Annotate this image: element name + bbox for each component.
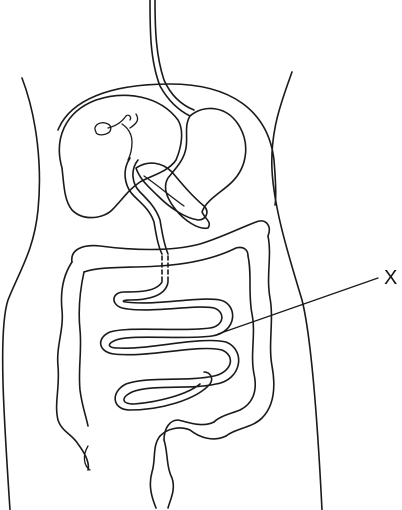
torso-outline	[3, 72, 322, 510]
large-intestine	[57, 221, 274, 508]
oesophagus	[150, 0, 194, 116]
pancreas	[136, 163, 207, 220]
bile-duct	[95, 114, 138, 160]
duodenum-dashed	[162, 256, 168, 282]
liver	[59, 95, 181, 217]
stomach	[166, 108, 246, 228]
duodenum	[125, 158, 162, 254]
label-x: X	[384, 268, 397, 288]
small-intestine	[101, 282, 239, 410]
